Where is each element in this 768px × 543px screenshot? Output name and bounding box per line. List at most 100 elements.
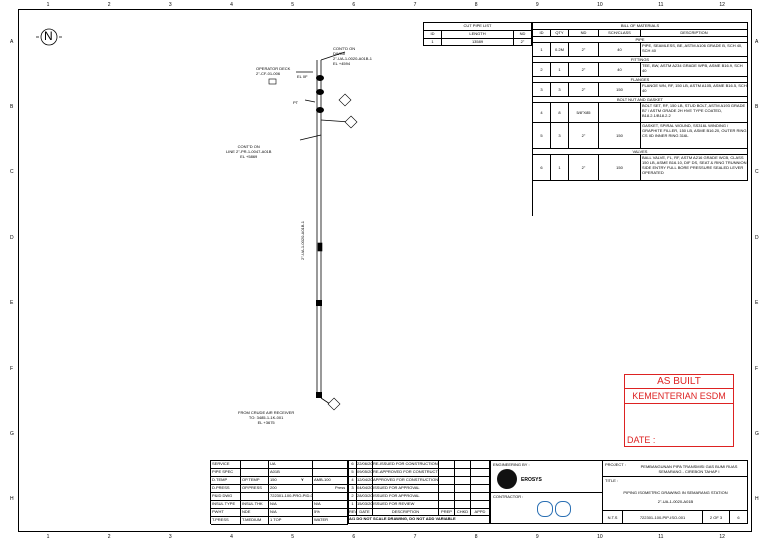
company-logo-text: EROSYS [521,477,542,483]
press-label: Press [335,485,346,490]
grid-label-top: 11 [658,2,664,8]
grid-label-top: 2 [107,2,111,8]
rev-header: DESCRIPTION [373,509,439,516]
cont-top-note: CONT'D ON DWG# 2"-UA-1-0020-A01B-1 EL +4… [333,46,372,66]
grid-label-top: 1 [46,2,50,8]
bom-cell: 3 [551,123,569,149]
grid-label-left: C [10,169,14,176]
service-cell: AMB-100 [313,477,348,485]
rev-appd [471,469,490,477]
bom-header: ID [533,30,551,37]
service-cell: D.PRESS [211,485,241,493]
rev-description: APPROVED FOR CONSTRUCTION [373,477,439,485]
title-block: ENGINEERING BY : EROSYS CONTRACTOR : PRO… [490,460,748,524]
grid-label-bottom: 3 [168,534,172,540]
pt-label: PT [293,100,299,105]
bom-header: DESCRIPTION [641,30,748,37]
rev-header: REV [349,509,357,516]
bom-cell: 1 [533,43,551,57]
rev-cell: 5 [349,469,357,477]
grid-label-top: 7 [413,2,417,8]
title-cell: TITLE : PIPING ISOMETRIC DRAWING IN SEMA… [603,477,748,511]
bom-header: ND [569,30,599,37]
bom-section: FLANGES [533,77,748,83]
bom-section: BOLT NUT AND GASKET [533,97,748,103]
partner-logo-icon [555,501,571,517]
grid-label-bottom: 4 [230,534,233,540]
bom-description: TEE, BW, ASTM A234 GRADE WPB, ASME B16.9… [641,63,748,77]
grid-label-left: F [10,365,14,372]
engineering-cell: ENGINEERING BY : EROSYS [491,461,603,493]
rev-chkd [455,485,471,493]
drawing-note: A/1 DO NOT SCALE DRAWING, DO NOT ADD VAR… [349,516,490,524]
rev-description: ISSUED FOR APPROVAL [373,485,439,493]
rev-appd [471,501,490,509]
grid-label-right: D [755,234,759,241]
grid-label-left: D [10,234,14,241]
bom-cell: 150 [599,83,641,97]
rev-prep [439,461,455,469]
rev-prep [439,493,455,501]
rev-prep [439,469,455,477]
service-cell: 722301-100-PRO-PID-008 [269,493,313,501]
service-cell: 150 [269,477,313,485]
fluid-code: Y [301,477,304,482]
service-cell: 1 TOP [269,517,313,525]
line-left-note: CONT'D ON LINE 2"-PR-1-0047-A01B EL +586… [226,144,272,159]
service-cell: PWHT [211,509,241,517]
company-logo-icon [497,469,517,489]
rev-chkd [455,493,471,501]
service-cell: WATER [313,517,348,525]
project-cell: PROJECT : PEMBANGUNAN PIPA TRANSMISI GAS… [603,461,748,477]
grid-label-right: C [755,169,759,176]
contractor-logo-icon [537,501,553,517]
rev-description: ISSUED FOR APPROVAL [373,493,439,501]
service-cell: N/A [269,501,313,509]
service-cell: D.TEMP [211,477,241,485]
service-cell: 200 [269,485,313,493]
rev-date: 15/03/2023 [357,501,373,509]
service-cell [241,469,269,477]
rev-appd [471,485,490,493]
bom-cell: 150 [599,155,641,181]
from-note: FROM CRUDE AIR RECEIVER TO: 3485-1-1K-00… [238,410,295,425]
bom-cell: 1 [551,63,569,77]
service-cell: T.PRESS [211,517,241,525]
stamp-line2: KEMENTERIAN ESDM [625,389,733,404]
bom-description: FLANGE WN, RF, 150 LB, ASTM A105, ASME B… [641,83,748,97]
grid-label-top: 6 [352,2,356,8]
grid-label-top: 9 [535,2,539,8]
grid-label-top: 10 [597,2,603,8]
bom-cell: 150 [599,123,641,149]
operator-deck-note: OPERATOR DECK 2"-CF-01-006 [256,66,291,76]
rev-date: 04/04/2023 [357,485,373,493]
service-cell: N/A [269,509,313,517]
grid-label-right: F [755,365,759,372]
grid-label-left: A [10,38,14,45]
bom-cell: 5 [533,123,551,149]
bom-cell: 3 [533,83,551,97]
service-cell: OP.TEMP [241,477,269,485]
service-cell: P&ID DWG [211,493,241,501]
rev-date: 22/06/2023 [357,461,373,469]
rev-header: CHKD [455,509,471,516]
service-cell [241,461,269,469]
rev-description: RE-APPROVED FOR CONSTRUCTION [373,469,439,477]
rev-header: APPD [471,509,490,516]
bom-section: FITTINGS [533,57,748,63]
rev-appd [471,461,490,469]
rev-chkd [455,469,471,477]
grid-label-right: A [755,38,759,45]
rev-description: ISSUED FOR REVIEW [373,501,439,509]
rev-date: 09/05/2023 [357,469,373,477]
bom-description: BALL VALVE, FL, RF, ASTM A216 GRADE WCB,… [641,155,748,181]
rev-chkd [455,477,471,485]
bom-header: QTY [551,30,569,37]
bom-cell: 2" [569,83,599,97]
cut-pipe-list: CUT PIPE LIST ID LENGTH ND 1 13589 2" [423,22,532,46]
bom-header: SCH/CLASS [599,30,641,37]
service-cell: T.MEDIUM [241,517,269,525]
service-cell [313,493,348,501]
